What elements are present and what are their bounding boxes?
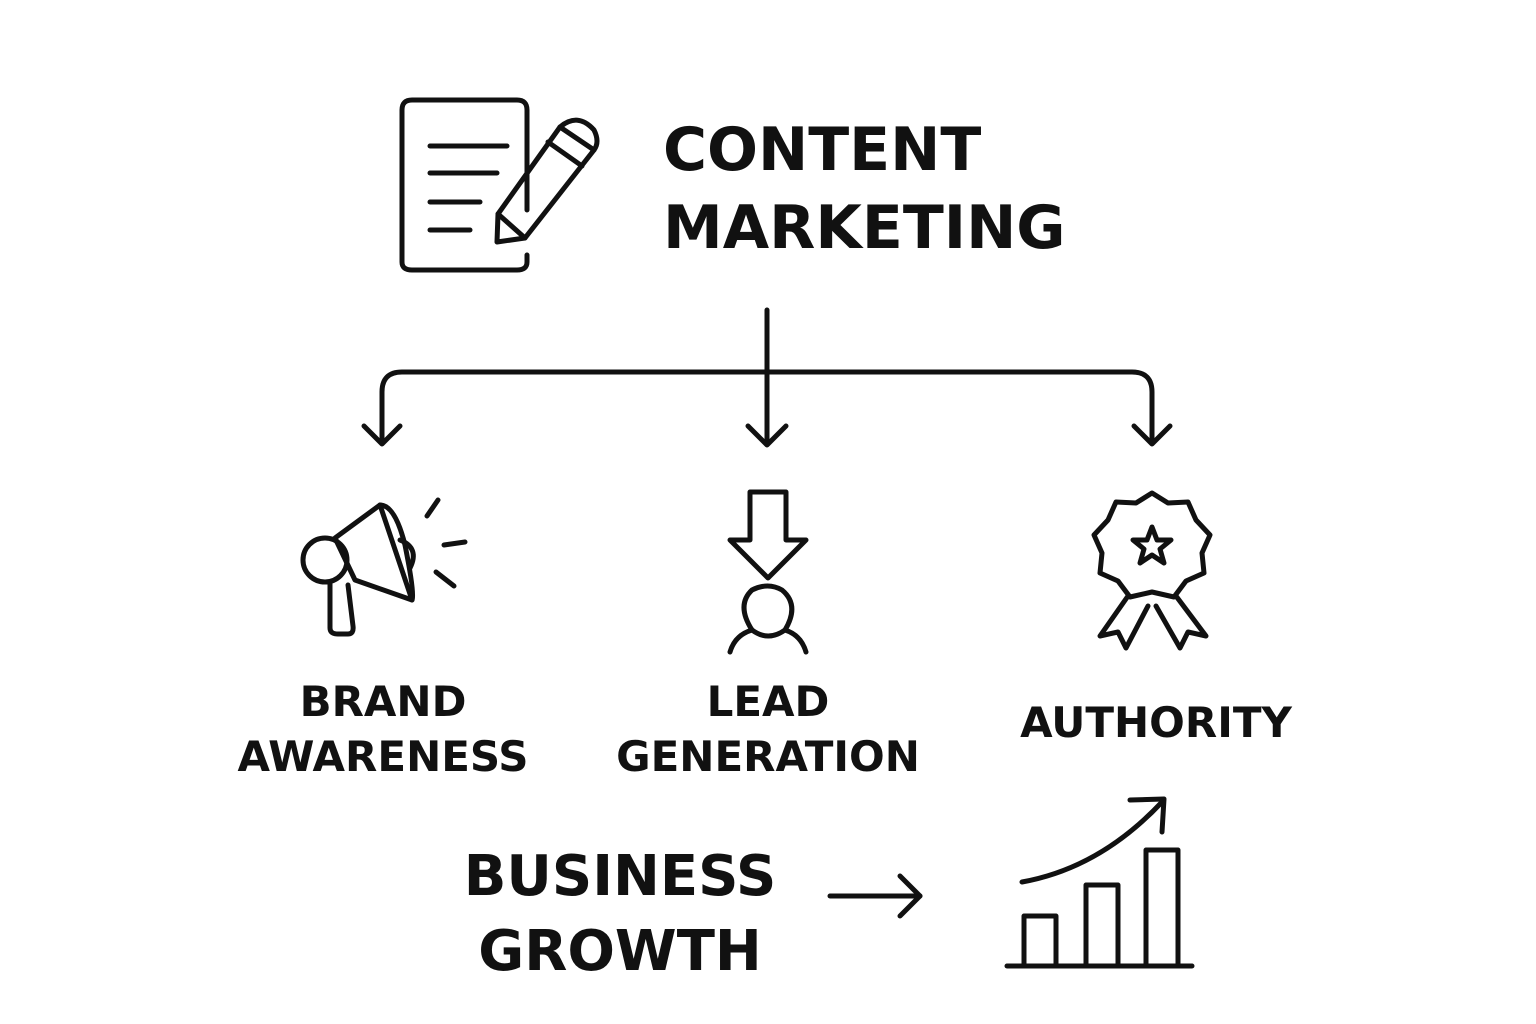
title-line1: CONTENT	[663, 115, 981, 185]
right-arrow-icon	[827, 873, 923, 919]
business-growth-line1: BUSINESS	[464, 844, 777, 909]
branch-connectors	[361, 307, 1173, 448]
brand-awareness-line2: AWARENESS	[237, 732, 528, 781]
lead-generation-line2: GENERATION	[616, 732, 920, 781]
megaphone-icon	[300, 497, 468, 637]
brand-awareness-line1: BRAND	[300, 677, 467, 726]
lead-capture-icon	[727, 489, 809, 655]
title-line2: MARKETING	[663, 193, 1066, 263]
authority-label: AUTHORITY	[1020, 698, 1292, 747]
award-ribbon-icon	[1091, 490, 1213, 651]
document-pencil-icon	[399, 97, 600, 273]
lead-generation-line1: LEAD	[707, 677, 830, 726]
growth-chart-icon	[1004, 796, 1195, 969]
business-growth-line2: GROWTH	[478, 919, 762, 984]
